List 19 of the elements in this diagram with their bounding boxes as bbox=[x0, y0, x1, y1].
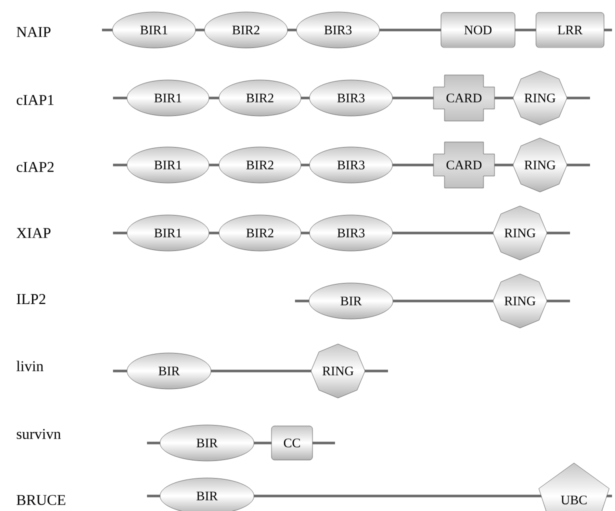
domain-box: NOD bbox=[440, 12, 516, 48]
protein-name: NAIP bbox=[16, 27, 50, 37]
domain-octagon: RING bbox=[492, 274, 548, 328]
domain-box: CC bbox=[271, 426, 313, 460]
domain-octagon: RING bbox=[492, 206, 548, 260]
protein-name: XIAP bbox=[16, 228, 50, 238]
protein-name: cIAP1 bbox=[16, 95, 54, 105]
domain-octagon: RING bbox=[310, 344, 366, 398]
protein-name: cIAP2 bbox=[16, 162, 54, 172]
domain-box: LRR bbox=[536, 12, 604, 48]
protein-name: livin bbox=[16, 360, 44, 372]
protein-name: ILP2 bbox=[16, 294, 46, 304]
domain-cross: CARD bbox=[433, 142, 495, 188]
protein-name: BRUCE bbox=[16, 494, 66, 505]
domain-octagon: RING bbox=[512, 70, 568, 126]
domain-cross: CARD bbox=[433, 74, 495, 122]
domain-pentagon: UBC bbox=[538, 462, 610, 511]
protein-name: survivn bbox=[16, 428, 61, 439]
domain-octagon: RING bbox=[512, 138, 568, 192]
